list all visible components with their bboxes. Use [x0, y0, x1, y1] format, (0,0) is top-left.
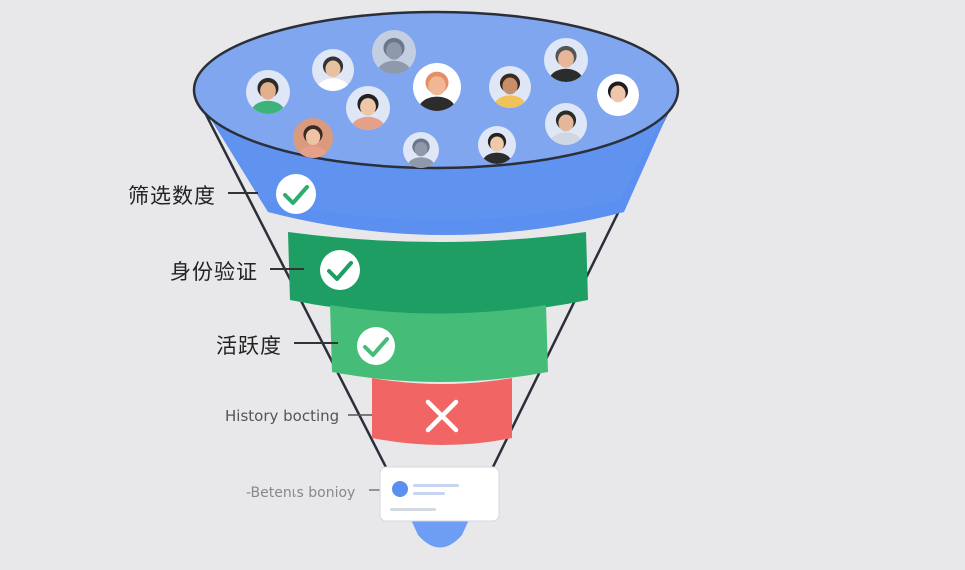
stage-label-activity: 活跃度	[216, 334, 282, 358]
check-icon	[276, 174, 316, 214]
stage-label-result: -Betenเs bonioy	[246, 485, 356, 501]
avatar	[544, 38, 588, 82]
avatar	[312, 49, 354, 91]
check-icon	[357, 327, 395, 365]
avatar	[489, 66, 531, 108]
avatar	[246, 70, 290, 114]
avatar	[293, 118, 333, 158]
avatar	[478, 126, 516, 164]
avatar	[413, 63, 461, 111]
avatar	[545, 103, 587, 145]
avatar	[372, 30, 416, 74]
x-icon	[425, 399, 459, 433]
avatar	[346, 86, 390, 130]
check-icon	[320, 250, 360, 290]
stage-label-identity: 身份验证	[170, 260, 258, 284]
stage-label-history: History bocting	[225, 407, 340, 425]
stage-4-band	[372, 378, 512, 445]
avatar	[597, 74, 639, 116]
avatar	[403, 132, 439, 168]
stage-label-filter: 筛选数度	[128, 184, 216, 208]
avatar-group	[246, 30, 639, 168]
result-card-icon	[379, 466, 500, 522]
stage-2-band	[288, 232, 588, 315]
